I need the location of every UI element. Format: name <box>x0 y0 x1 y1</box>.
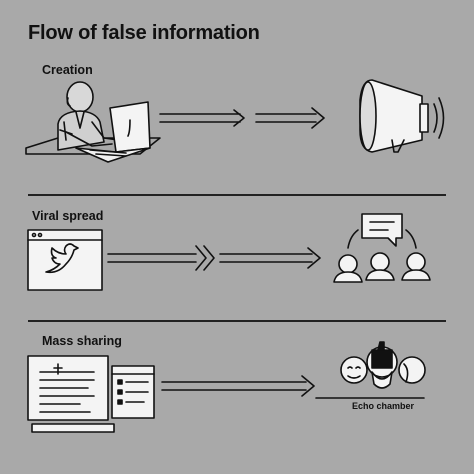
page-title: Flow of false information <box>28 22 260 44</box>
echo-chamber-faces-icon <box>315 346 426 399</box>
arc-right <box>405 229 417 249</box>
document-window-icon <box>111 365 155 419</box>
desktop-computer-icon <box>27 355 115 433</box>
arrow-viral-2 <box>219 247 321 269</box>
arrow-mass-sharing <box>161 375 315 397</box>
thumbs-up-icon <box>371 341 393 369</box>
section-divider-1 <box>28 194 446 196</box>
section-label-viral-spread: Viral spread <box>32 209 104 223</box>
social-media-window-icon <box>27 229 103 291</box>
section-label-creation: Creation <box>42 63 93 77</box>
megaphone-icon <box>359 79 445 153</box>
people-group-icon <box>333 252 431 283</box>
arrow-creation-1 <box>159 109 245 127</box>
speech-bubble-icon <box>361 213 403 247</box>
section-label-mass-sharing: Mass sharing <box>42 334 122 348</box>
arrow-viral-1 <box>107 245 215 271</box>
arrow-creation-2 <box>255 107 325 129</box>
person-at-laptop-icon <box>25 81 161 163</box>
arc-left <box>347 229 359 249</box>
section-divider-2 <box>28 320 446 322</box>
echo-chamber-caption: Echo chamber <box>352 401 415 411</box>
